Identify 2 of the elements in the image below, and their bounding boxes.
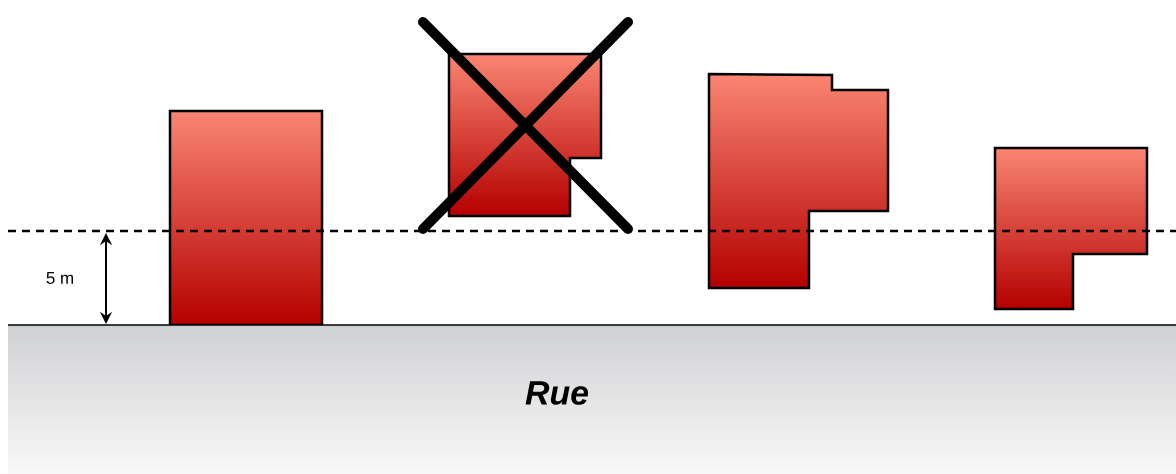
road-band: Rue	[7, 324, 1176, 405]
dimension-label: 5 m	[46, 272, 73, 284]
